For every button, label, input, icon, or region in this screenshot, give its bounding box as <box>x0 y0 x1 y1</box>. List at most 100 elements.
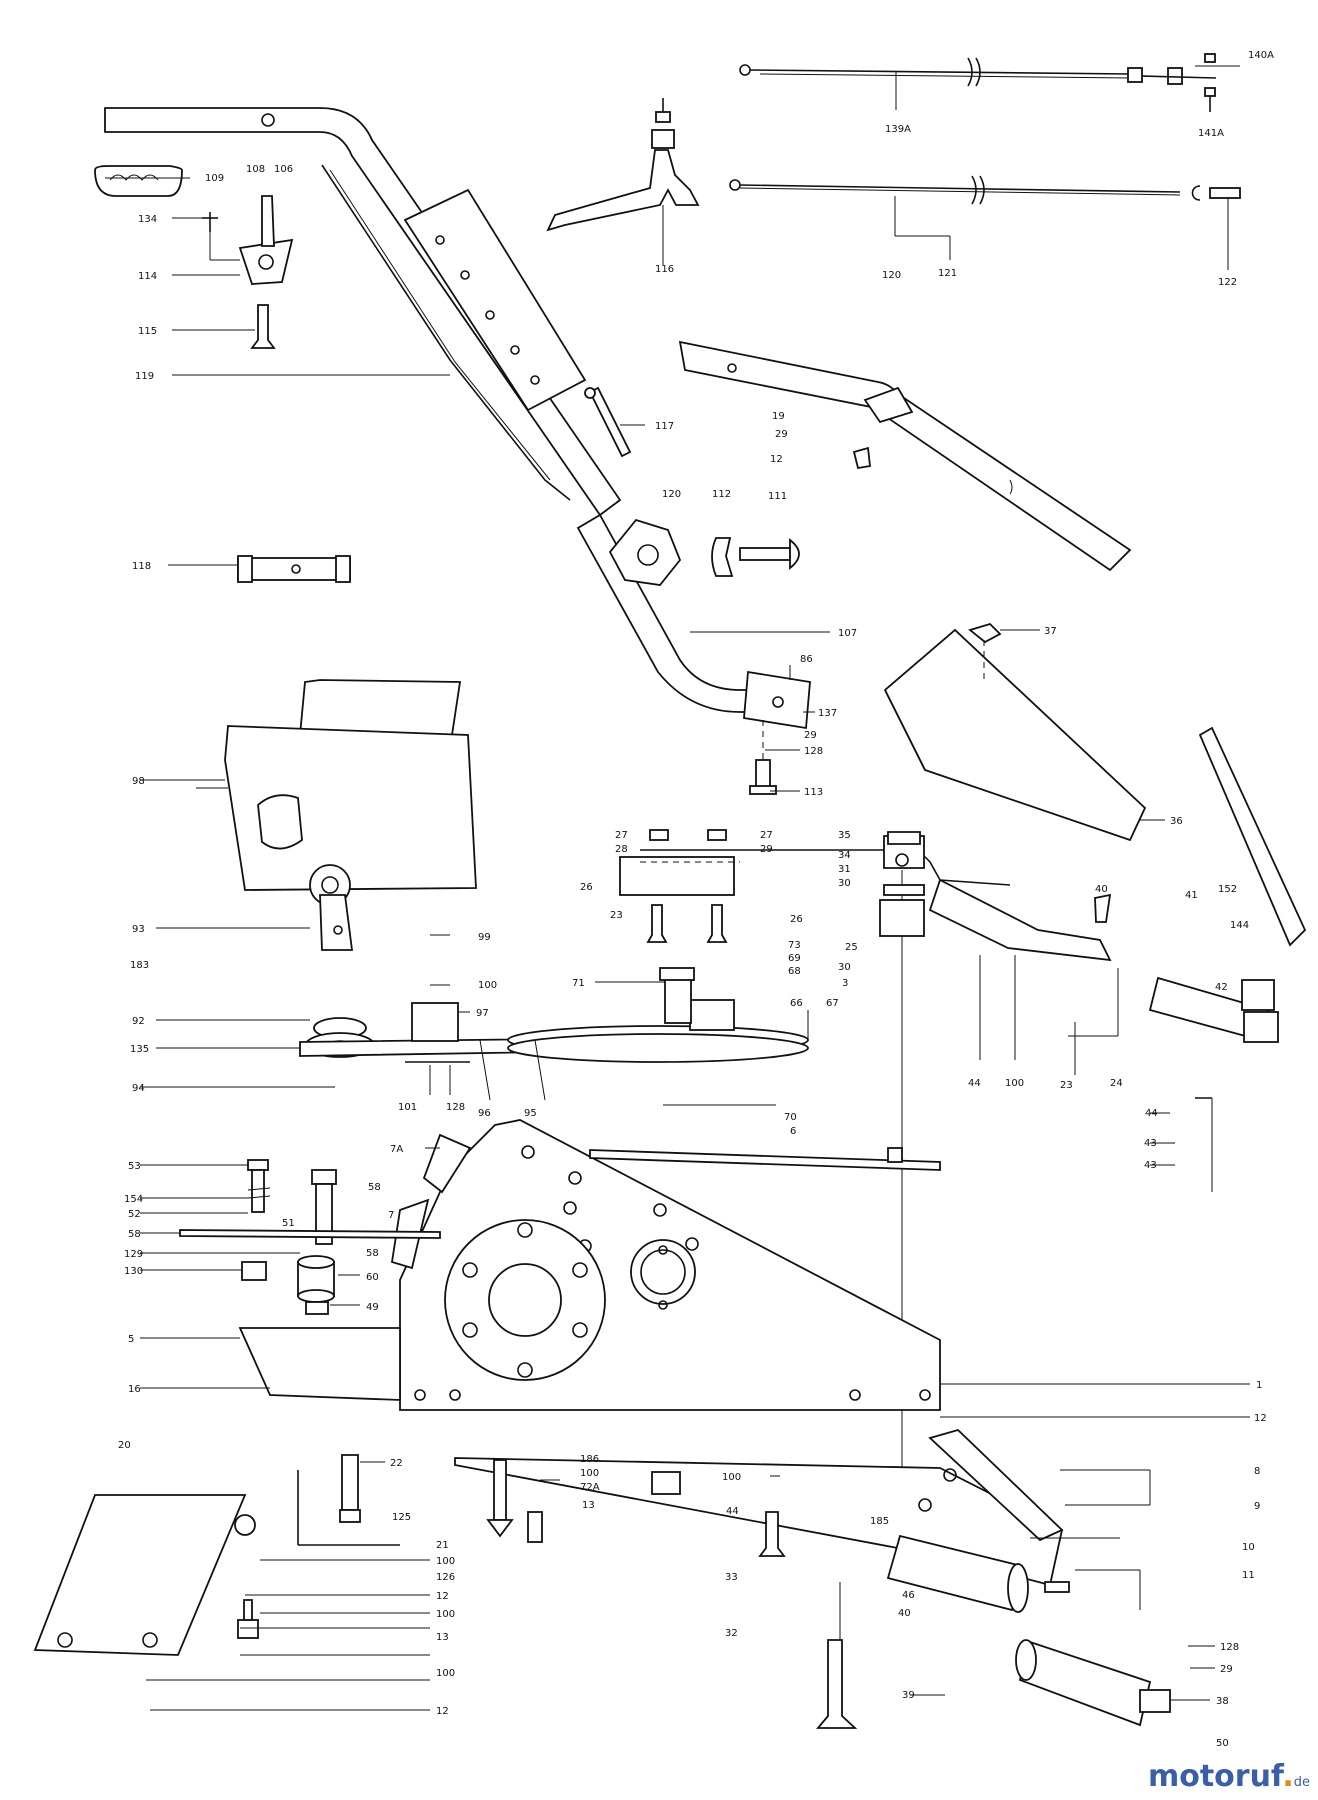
label-117: 117 <box>655 421 674 432</box>
handlebar-upper-19 <box>678 340 1132 572</box>
label-100-right: 100 <box>1005 1078 1024 1089</box>
label-33: 33 <box>725 1572 738 1583</box>
bolt-186 <box>651 1471 681 1495</box>
label-44-right: 44 <box>1145 1108 1158 1119</box>
label-154: 154 <box>124 1194 143 1205</box>
pulley-66 <box>507 999 809 1063</box>
label-106: 106 <box>274 164 293 175</box>
label-100-l3: 100 <box>436 1668 455 1679</box>
label-40-upper: 40 <box>1095 884 1108 895</box>
label-118: 118 <box>132 561 151 572</box>
label-30-upper: 30 <box>838 878 851 889</box>
skid-5-16 <box>238 1327 401 1401</box>
label-23-upper: 23 <box>610 910 623 921</box>
label-128-bottom: 128 <box>1220 1642 1239 1653</box>
label-73: 73 <box>788 940 801 951</box>
label-98: 98 <box>132 776 145 787</box>
label-70: 70 <box>784 1112 797 1123</box>
label-8: 8 <box>1254 1466 1260 1477</box>
label-100-center: 100 <box>580 1468 599 1479</box>
label-125: 125 <box>392 1512 411 1523</box>
label-144: 144 <box>1230 920 1249 931</box>
screw-12-upper <box>852 446 871 470</box>
label-107: 107 <box>838 628 857 639</box>
label-43-lower: 43 <box>1144 1160 1157 1171</box>
label-21: 21 <box>436 1540 449 1551</box>
label-25: 25 <box>845 942 858 953</box>
label-58-upper: 58 <box>368 1182 381 1193</box>
label-40-lower: 40 <box>898 1608 911 1619</box>
label-111: 111 <box>768 491 787 502</box>
label-30-lower: 30 <box>838 962 851 973</box>
label-71: 71 <box>572 978 585 989</box>
label-49: 49 <box>366 1302 379 1313</box>
label-10: 10 <box>1242 1542 1255 1553</box>
guard-20 <box>33 1470 400 1656</box>
leader-lines <box>105 65 1250 1711</box>
watermark-brand: motoruf <box>1147 1759 1283 1794</box>
label-100-bottom: 100 <box>722 1472 741 1483</box>
label-22: 22 <box>390 1458 403 1469</box>
label-53: 53 <box>128 1161 141 1172</box>
bolt-53 <box>247 1159 271 1213</box>
label-58-lower: 58 <box>366 1248 379 1259</box>
label-129: 129 <box>124 1249 143 1260</box>
label-44-upper: 44 <box>968 1078 981 1089</box>
cable-lower <box>729 175 1241 270</box>
label-29-clamp: 29 <box>804 730 817 741</box>
stud-58 <box>311 1169 337 1245</box>
label-114: 114 <box>138 271 157 282</box>
shaft-6 <box>589 1147 941 1171</box>
label-42: 42 <box>1215 982 1228 993</box>
label-137: 137 <box>818 708 837 719</box>
label-52: 52 <box>128 1209 141 1220</box>
label-93: 93 <box>132 924 145 935</box>
label-7: 7 <box>388 1210 394 1221</box>
label-12-l2: 12 <box>436 1706 449 1717</box>
label-152: 152 <box>1218 884 1237 895</box>
label-115: 115 <box>138 326 157 337</box>
label-100-l2: 100 <box>436 1609 455 1620</box>
label-140a: 140A <box>1248 50 1274 61</box>
shaft-26-assembly <box>619 831 1112 1520</box>
handlebar-main <box>104 107 771 713</box>
label-39: 39 <box>902 1690 915 1701</box>
handlebar-clamp-86 <box>743 670 811 730</box>
label-12-l1: 12 <box>436 1591 449 1602</box>
label-141a: 141A <box>1198 128 1224 139</box>
tension-arm-71 <box>659 967 695 1024</box>
label-34: 34 <box>838 850 851 861</box>
bracket-42 <box>1148 976 1279 1192</box>
watermark-dot: . <box>1282 1759 1294 1794</box>
label-44-bottom: 44 <box>726 1506 739 1517</box>
label-186: 186 <box>580 1454 599 1465</box>
label-43-upper: 43 <box>1144 1138 1157 1149</box>
label-46: 46 <box>902 1590 915 1601</box>
label-6: 6 <box>790 1126 796 1137</box>
label-41: 41 <box>1185 890 1198 901</box>
label-109: 109 <box>205 173 224 184</box>
label-27-left: 27 <box>615 830 628 841</box>
label-135: 135 <box>130 1044 149 1055</box>
handlebar-adjuster-knob <box>608 518 682 586</box>
label-29-upper: 29 <box>775 429 788 440</box>
label-27-right: 27 <box>760 830 773 841</box>
label-134: 134 <box>138 214 157 225</box>
label-99: 99 <box>478 932 491 943</box>
washers-27 <box>649 829 727 841</box>
label-26: 26 <box>580 882 593 893</box>
pin-117 <box>584 386 632 458</box>
label-13-left: 13 <box>436 1632 449 1643</box>
label-100-l1: 100 <box>436 1556 455 1567</box>
bolt-12-bottom <box>527 1511 543 1543</box>
pin-32 <box>816 1639 858 1729</box>
label-128-clamp: 128 <box>804 746 823 757</box>
label-66: 66 <box>790 998 803 1009</box>
label-24: 24 <box>1110 1078 1123 1089</box>
label-95: 95 <box>524 1108 537 1119</box>
label-3: 3 <box>842 978 848 989</box>
bolt-23-upper <box>646 904 728 943</box>
label-112: 112 <box>712 489 731 500</box>
label-128-mid: 128 <box>446 1102 465 1113</box>
